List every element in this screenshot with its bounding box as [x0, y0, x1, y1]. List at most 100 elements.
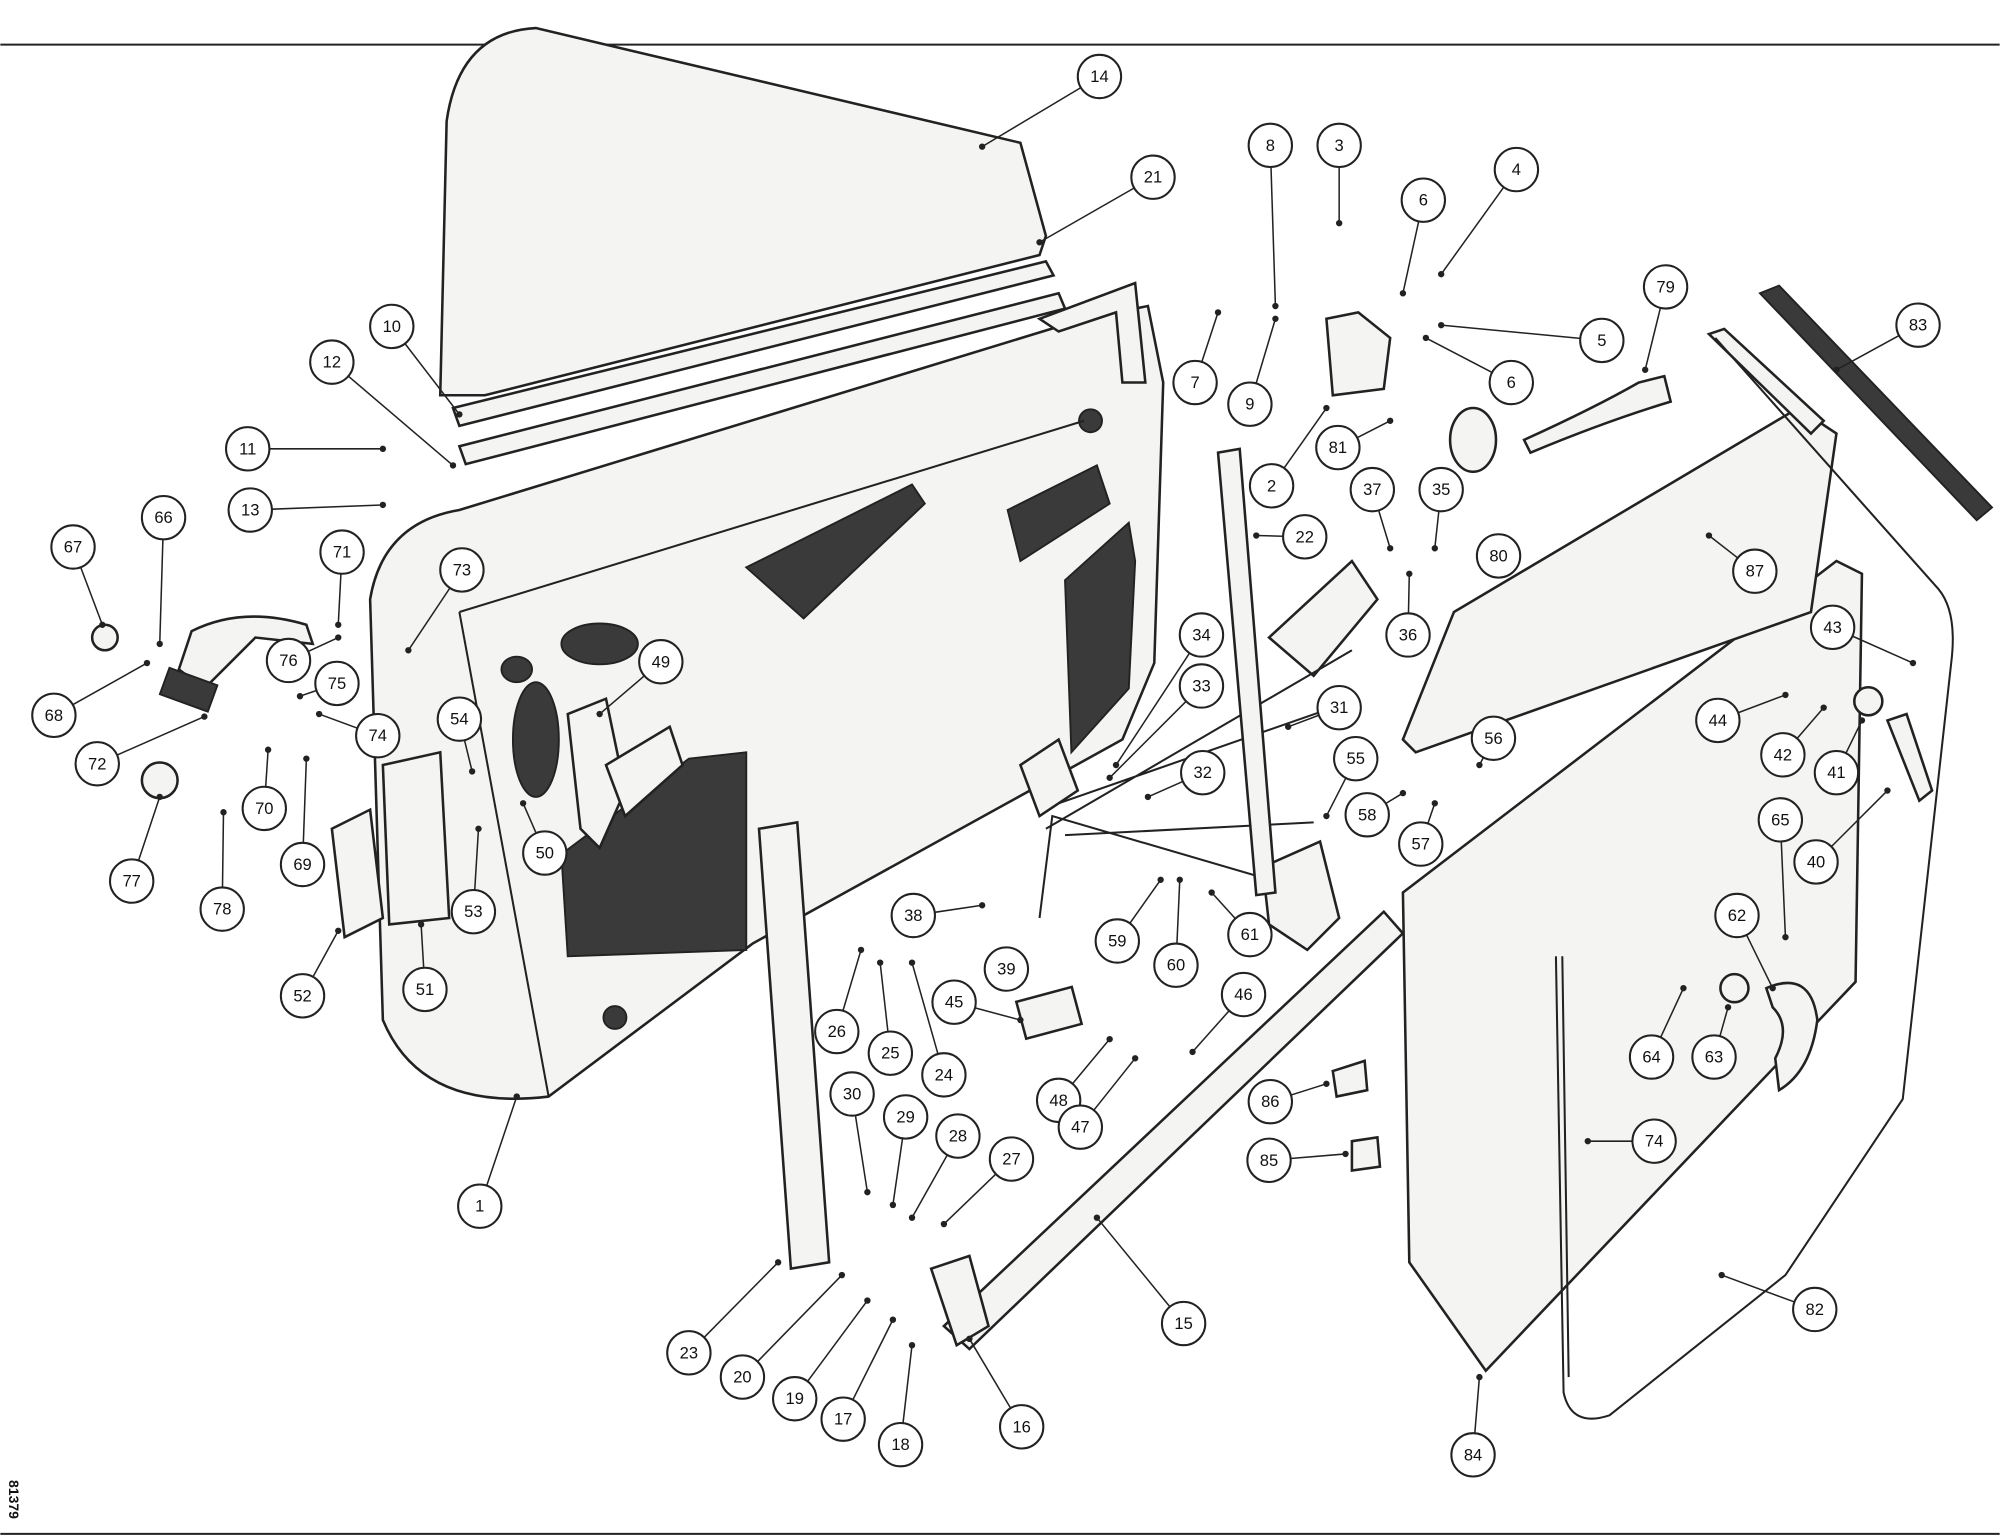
callout-number: 20 [733, 1368, 751, 1387]
callout-bubble [522, 830, 568, 876]
callout-32: 32 [1144, 749, 1226, 801]
leader-arrowhead [1214, 309, 1222, 316]
interior-handle [1764, 981, 1819, 1093]
callout-79: 79 [1641, 264, 1689, 373]
callout-42: 42 [1760, 704, 1827, 778]
callout-68: 68 [31, 659, 151, 739]
callout-number: 64 [1642, 1048, 1660, 1067]
callout-number: 47 [1071, 1118, 1089, 1137]
callout-bubble [867, 1030, 914, 1076]
leader-line [1201, 312, 1219, 363]
callout-74: 74 [1584, 1118, 1677, 1164]
callout-65: 65 [1757, 797, 1804, 941]
callout-number: 51 [416, 980, 434, 999]
leader-line [1039, 187, 1135, 243]
callout-bubble [50, 524, 96, 570]
leader-line [1427, 803, 1436, 824]
leader-arrowhead [1406, 570, 1413, 577]
callout-number: 78 [213, 900, 231, 919]
callout-number: 84 [1464, 1445, 1482, 1464]
callout-number: 7 [1190, 373, 1199, 392]
leader-line [307, 636, 339, 653]
door-hole [602, 1005, 628, 1030]
callout-bubble [319, 529, 365, 575]
callout-bubble [882, 1094, 929, 1140]
callout-5: 5 [1437, 317, 1625, 364]
callout-bubble [140, 494, 187, 541]
door-edge [459, 419, 1085, 614]
callout-bubble [666, 1330, 712, 1376]
leader-line [968, 1338, 1012, 1409]
leader-arrowhead [864, 1188, 871, 1196]
leader-arrowhead [1705, 532, 1713, 539]
callout-bubble [199, 886, 245, 932]
callout-bubble [279, 973, 326, 1019]
callout-bubble [402, 966, 448, 1013]
callout-74: 74 [315, 710, 401, 759]
callout-bubble [1333, 735, 1379, 782]
callout-number: 33 [1192, 676, 1210, 695]
callout-bubble [1344, 792, 1390, 838]
callout-27: 27 [940, 1136, 1035, 1228]
callout-number: 34 [1192, 625, 1210, 644]
callout-bubble [719, 1354, 766, 1400]
lock-mechanism [566, 696, 627, 851]
callout-63: 63 [1691, 1004, 1737, 1080]
leader-arrowhead [335, 634, 342, 641]
callout-bubble [369, 303, 415, 350]
glass-rail [757, 820, 831, 1271]
leader-arrowhead [1323, 1080, 1330, 1087]
callout-number: 18 [891, 1435, 909, 1454]
leader-arrowhead [335, 927, 342, 934]
leader-line [974, 1007, 1021, 1021]
leader-arrowhead [1476, 761, 1483, 769]
callout-43: 43 [1809, 604, 1917, 667]
callout-bubble [1247, 1078, 1294, 1125]
leader-line [264, 749, 269, 787]
callout-41: 41 [1813, 717, 1866, 796]
callout-number: 46 [1234, 985, 1252, 1004]
leader-arrowhead [296, 692, 304, 700]
leader-arrowhead [966, 1335, 973, 1343]
callout-number: 21 [1144, 168, 1162, 187]
callout-number: 30 [843, 1085, 861, 1104]
callout-73: 73 [405, 547, 485, 654]
leader-arrowhead [1112, 761, 1120, 769]
callout-number: 71 [333, 543, 351, 562]
leader-arrowhead [1858, 717, 1866, 724]
callout-number: 27 [1002, 1150, 1020, 1169]
leader-line [1385, 792, 1404, 805]
regulator-bracket [1018, 737, 1080, 818]
callout-bubble [1160, 1300, 1207, 1347]
callout-number: 87 [1746, 562, 1764, 581]
callout-bubble [1631, 1118, 1677, 1164]
callout-number: 41 [1827, 763, 1845, 782]
leader-line [1434, 511, 1440, 549]
leader-line [1377, 510, 1391, 549]
callout-bubble [1695, 697, 1741, 744]
callout-bubble [457, 1183, 503, 1229]
leader-arrowhead [156, 640, 163, 648]
leader-line [271, 504, 383, 510]
leader-arrowhead [940, 1220, 948, 1228]
leader-arrowhead [99, 621, 106, 628]
door-opening [500, 655, 534, 684]
callout-number: 26 [828, 1022, 846, 1041]
callout-number: 5 [1597, 331, 1606, 350]
callout-number: 45 [945, 993, 963, 1012]
handle-rose [1853, 685, 1884, 717]
leader-line [1109, 700, 1187, 779]
callout-bubble [1172, 359, 1218, 406]
callout-number: 65 [1771, 810, 1789, 829]
callout-bubble [309, 339, 355, 385]
callout-22: 22 [1253, 514, 1328, 560]
leader-arrowhead [1437, 321, 1445, 329]
leader-arrowhead [1584, 1137, 1591, 1145]
leader-arrowhead [1431, 800, 1438, 807]
leader-arrowhead [1782, 691, 1789, 699]
callout-number: 9 [1245, 395, 1254, 414]
callout-14: 14 [978, 53, 1123, 150]
callout-62: 62 [1714, 892, 1776, 992]
leader-arrowhead [143, 659, 151, 667]
